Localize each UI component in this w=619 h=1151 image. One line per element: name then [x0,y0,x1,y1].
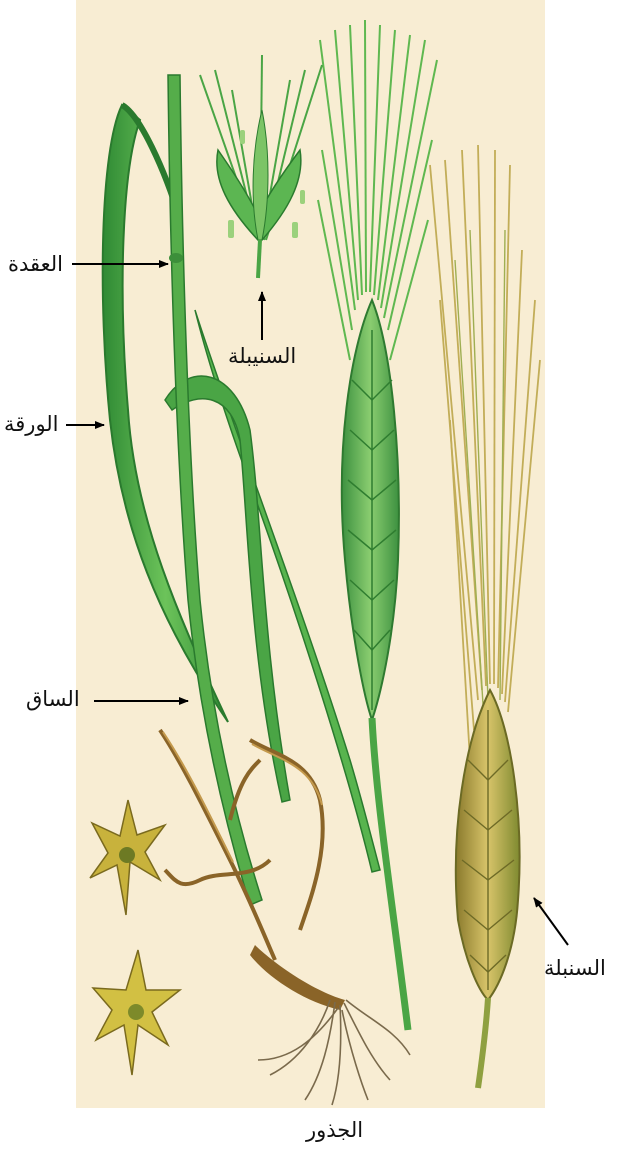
node-label: العقدة [8,254,63,275]
roots-label: الجذور [306,1120,363,1141]
leaf-label: الورقة [4,414,59,435]
stem-node [169,253,183,263]
spikelet-label: السنيبلة [228,346,296,367]
stem-label: الساق [26,689,80,710]
spike-label: السنبلة [544,958,606,979]
